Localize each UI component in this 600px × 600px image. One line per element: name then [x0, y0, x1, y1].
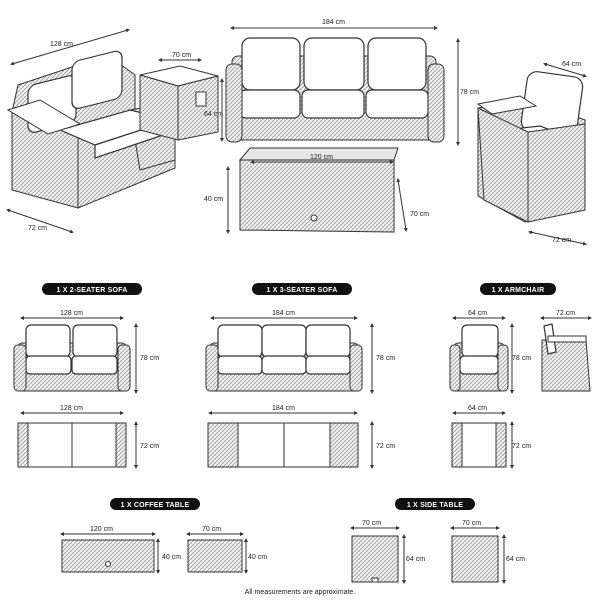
coffee-width-label: 120 cm — [310, 154, 333, 161]
sofa3-front-height: 78 cm — [376, 355, 395, 362]
side-table-front-width: 70 cm — [362, 520, 381, 527]
sofa3-top-width: 184 cm — [272, 405, 295, 412]
sofa3-width-label: 184 cm — [322, 19, 345, 26]
title-pill-sofa2: 1 X 2-SEATER SOFA — [42, 283, 142, 295]
sofa3-height-label: 78 cm — [460, 89, 479, 96]
side-table-side-height: 64 cm — [506, 556, 525, 563]
side-table-side-view — [451, 535, 499, 583]
sofa2-top-view — [17, 422, 127, 468]
coffee-side-height: 40 cm — [248, 554, 267, 561]
title-pill-coffee: 1 X COFFEE TABLE — [110, 498, 200, 510]
armchair-depth-label: 72 cm — [552, 237, 571, 244]
side-table-height-label: 64 cm — [204, 111, 223, 118]
armchair-width-label: 64 cm — [562, 61, 581, 68]
armchair-side-view — [541, 323, 591, 392]
coffee-side-width: 70 cm — [202, 526, 221, 533]
coffee-side-view — [187, 539, 243, 573]
footnote: All measurements are approximate. — [245, 589, 356, 596]
armchair-top-width: 64 cm — [468, 405, 487, 412]
svg-text:1 X 3-SEATER SOFA: 1 X 3-SEATER SOFA — [267, 287, 338, 294]
sofa3-perspective — [225, 37, 445, 143]
sofa2-top-depth: 72 cm — [140, 443, 159, 450]
armchair-perspective — [476, 71, 586, 223]
armchair-top-depth: 72 cm — [512, 443, 531, 450]
title-pill-armchair: 1 X ARMCHAIR — [480, 283, 556, 295]
perspective-scene: 128 cm 72 cm 70 cm 64 cm 184 cm — [6, 19, 587, 246]
title-pill-sofa3: 1 X 3-SEATER SOFA — [252, 283, 352, 295]
svg-text:1 X ARMCHAIR: 1 X ARMCHAIR — [492, 287, 545, 294]
side-table-perspective — [139, 65, 219, 141]
coffee-front-width: 120 cm — [90, 526, 113, 533]
sofa3-top-depth: 72 cm — [376, 443, 395, 450]
coffee-height-label: 40 cm — [204, 196, 223, 203]
sofa2-depth-label: 72 cm — [28, 225, 47, 232]
side-table-width-label: 70 cm — [172, 52, 191, 59]
armchair-side-depth: 72 cm — [556, 310, 575, 317]
coffee-table-perspective — [238, 147, 399, 233]
armchair-top-view — [451, 422, 507, 468]
svg-text:1 X 2-SEATER SOFA: 1 X 2-SEATER SOFA — [57, 287, 128, 294]
side-table-front-view — [351, 535, 399, 583]
sofa2-front-view — [13, 324, 131, 392]
side-table-side-width: 70 cm — [462, 520, 481, 527]
coffee-front-view — [61, 539, 155, 573]
armchair-front-view — [449, 324, 509, 392]
sofa2-top-width: 128 cm — [60, 405, 83, 412]
coffee-depth-label: 70 cm — [410, 211, 429, 218]
armchair-front-height: 78 cm — [512, 355, 531, 362]
svg-text:1 X COFFEE TABLE: 1 X COFFEE TABLE — [121, 502, 190, 509]
armchair-front-width: 64 cm — [468, 310, 487, 317]
sofa3-top-view — [207, 422, 359, 468]
sofa2-front-height: 78 cm — [140, 355, 159, 362]
sofa3-front-view — [205, 324, 363, 392]
side-table-front-height: 64 cm — [406, 556, 425, 563]
title-pill-side-table: 1 X SIDE TABLE — [395, 498, 475, 510]
sofa3-front-width: 184 cm — [272, 310, 295, 317]
sofa2-width-label: 128 cm — [50, 41, 73, 48]
coffee-front-height: 40 cm — [162, 554, 181, 561]
sofa2-front-width: 128 cm — [60, 310, 83, 317]
svg-text:1 X SIDE TABLE: 1 X SIDE TABLE — [407, 502, 463, 509]
